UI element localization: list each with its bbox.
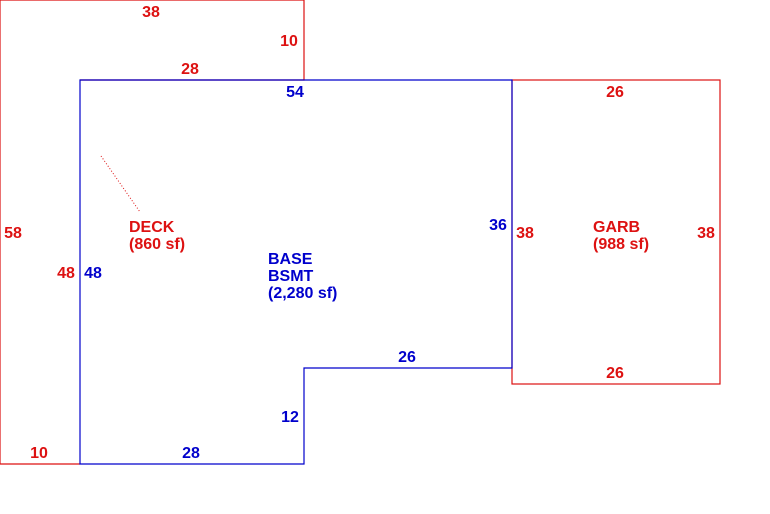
base-dim-bottom: 28 [182, 445, 200, 462]
base-area-label: (2,280 sf) [268, 285, 337, 302]
deck-dim-top-inner: 28 [181, 61, 199, 78]
deck-dim-bottom: 10 [30, 445, 48, 462]
garb-dim-bottom: 26 [606, 365, 624, 382]
deck-leader-line [100, 155, 141, 213]
base-dim-step-top: 26 [398, 349, 416, 366]
deck-dim-notch-right: 10 [280, 33, 298, 50]
deck-area-label: (860 sf) [129, 236, 185, 253]
deck-dim-left: 58 [4, 225, 22, 242]
deck-dim-inner-left: 48 [57, 265, 75, 282]
base-dim-top: 54 [286, 84, 304, 101]
base-name-label: BASE [268, 251, 313, 268]
garb-name-label: GARB [593, 219, 640, 236]
deck-name-label: DECK [129, 219, 175, 236]
deck-dim-top: 38 [142, 4, 160, 21]
base-code-label: BSMT [268, 268, 314, 285]
base-dim-step-side: 12 [281, 409, 299, 426]
base-dim-right: 36 [489, 217, 507, 234]
garb-dim-top: 26 [606, 84, 624, 101]
garb-dim-right: 38 [697, 225, 715, 242]
garb-area-label: (988 sf) [593, 236, 649, 253]
base-dim-left: 48 [84, 265, 102, 282]
base-outline [79, 79, 513, 465]
garb-dim-left: 38 [516, 225, 534, 242]
